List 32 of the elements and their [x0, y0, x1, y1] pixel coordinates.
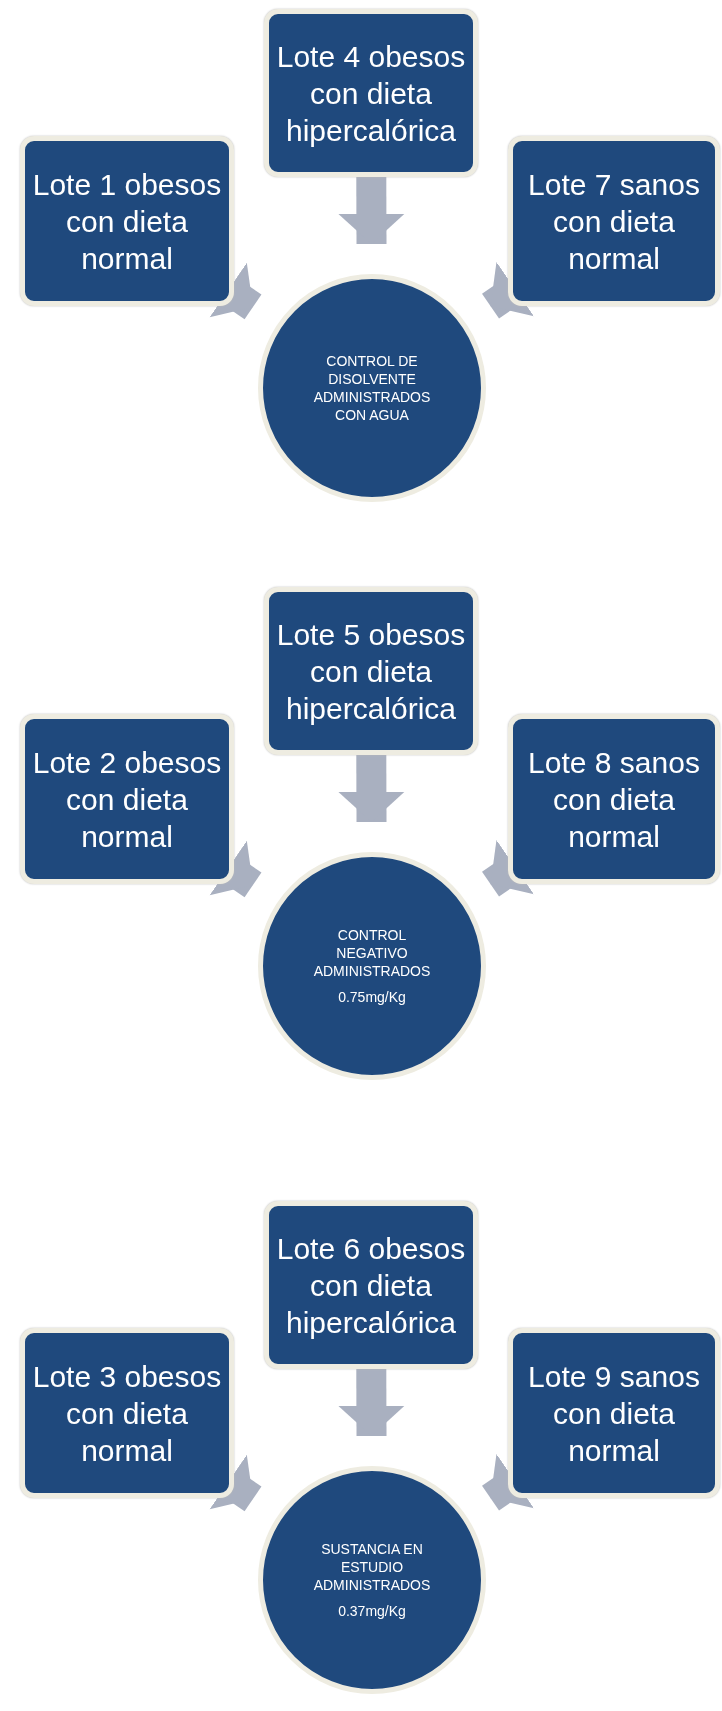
group-label: Lote 3 obesos con dieta normal	[31, 1358, 223, 1469]
arrow	[338, 754, 405, 823]
group-box	[508, 714, 720, 884]
arrow	[209, 1454, 262, 1512]
arrow	[481, 840, 534, 897]
group-label: Lote 9 sanos con dieta normal	[527, 1358, 701, 1469]
group-box	[20, 1328, 234, 1498]
arrow	[209, 840, 262, 898]
dose-label: 0.37mg/Kg	[338, 1602, 406, 1620]
group-label: Lote 4 obesos con dieta hipercalórica	[275, 38, 467, 149]
group-box	[264, 587, 478, 755]
group-label: Lote 2 obesos con dieta normal	[31, 744, 223, 855]
group-box	[508, 136, 720, 306]
group-label: Lote 7 sanos con dieta normal	[527, 166, 701, 277]
group-label: Lote 5 obesos con dieta hipercalórica	[275, 616, 467, 727]
group-box	[20, 714, 234, 884]
dose-label: 0.75mg/Kg	[338, 988, 406, 1006]
arrow	[209, 262, 262, 320]
arrow	[481, 1454, 534, 1511]
arrow	[338, 176, 405, 245]
arrow	[338, 1368, 405, 1437]
group-box	[508, 1328, 720, 1498]
treatment-label: CONTROL NEGATIVO ADMINISTRADOS	[312, 926, 432, 980]
group-box	[264, 1201, 478, 1369]
group-label: Lote 1 obesos con dieta normal	[31, 166, 223, 277]
group-box	[264, 9, 478, 177]
treatment-label: CONTROL DE DISOLVENTE ADMINISTRADOS CON AGUA	[312, 352, 432, 424]
group-label: Lote 6 obesos con dieta hipercalórica	[275, 1230, 467, 1341]
arrow	[481, 262, 534, 319]
group-label: Lote 8 sanos con dieta normal	[527, 744, 701, 855]
treatment-label: SUSTANCIA EN ESTUDIO ADMINISTRADOS	[312, 1540, 432, 1594]
group-box	[20, 136, 234, 306]
